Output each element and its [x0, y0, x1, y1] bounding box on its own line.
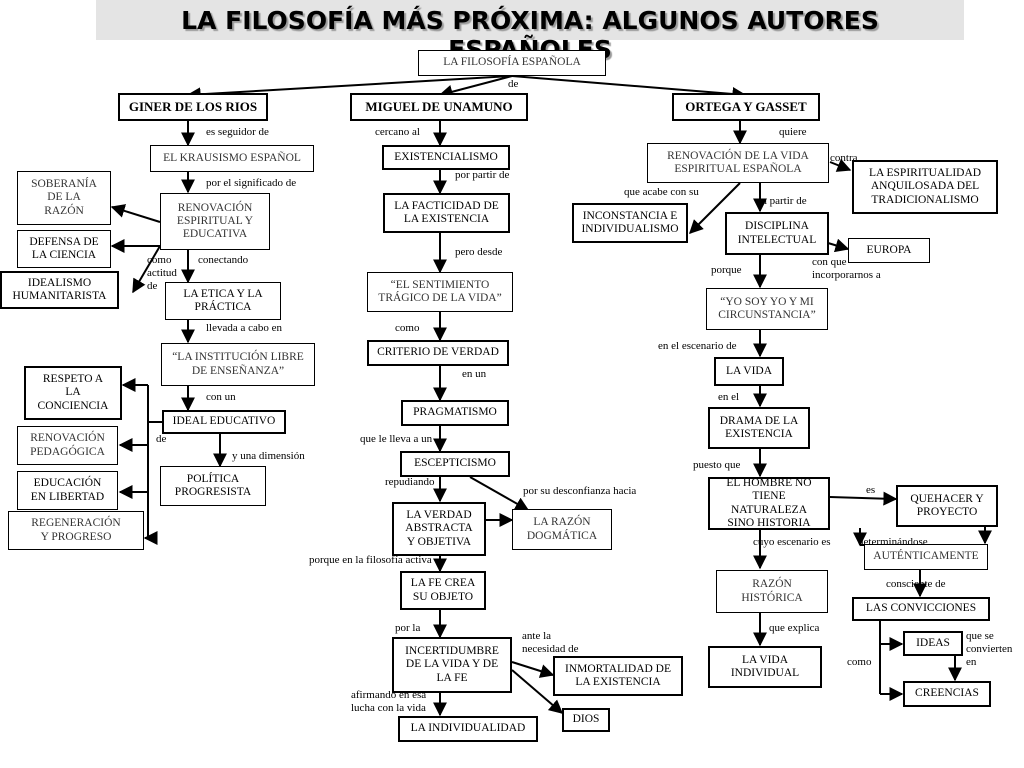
- node-quehacer: QUEHACER Y PROYECTO: [896, 485, 998, 527]
- link-label: de: [156, 433, 167, 445]
- link-label: y una dimensión: [232, 450, 305, 462]
- link-label: en el escenario de: [658, 340, 737, 352]
- link-label: puesto que: [693, 459, 741, 471]
- link-label: contra: [830, 152, 858, 164]
- node-fe-crea: LA FE CREA SU OBJETO: [400, 571, 486, 610]
- node-dios: DIOS: [562, 708, 610, 732]
- link-label: porque en la filosofía activa: [309, 554, 432, 566]
- node-renovacion-espiritual: RENOVACIÓN ESPIRITUAL Y EDUCATIVA: [160, 193, 270, 250]
- node-institucion: “LA INSTITUCIÓN LIBRE DE ENSEÑANZA”: [161, 343, 315, 386]
- node-verdad-abstracta: LA VERDAD ABSTRACTA Y OBJETIVA: [392, 502, 486, 556]
- link-label: porque: [711, 264, 742, 276]
- link-label: cercano al: [375, 126, 420, 138]
- link-label: que explica: [769, 622, 820, 634]
- link-label: por partir de: [455, 169, 510, 181]
- link-label: en un: [462, 368, 487, 380]
- node-individualidad: LA INDIVIDUALIDAD: [398, 716, 538, 742]
- title-band: [96, 0, 964, 40]
- node-ideal-educativo: IDEAL EDUCATIVO: [162, 410, 286, 434]
- node-soberania: SOBERANÍA DE LA RAZÓN: [17, 171, 111, 225]
- link-label: que le lleva a un: [360, 433, 433, 445]
- node-disciplina: DISCIPLINA INTELECTUAL: [725, 212, 829, 255]
- node-sentimiento: “EL SENTIMIENTO TRÁGICO DE LA VIDA”: [367, 272, 513, 312]
- node-inconstancia: INCONSTANCIA E INDIVIDUALISMO: [572, 203, 688, 243]
- link-label: es seguidor de: [206, 126, 269, 138]
- node-convicciones: LAS CONVICCIONES: [852, 597, 990, 621]
- node-creencias: CREENCIAS: [903, 681, 991, 707]
- link-label: como: [395, 322, 420, 334]
- link-label: por el significado de: [206, 177, 297, 189]
- node-politica: POLÍTICA PROGRESISTA: [160, 466, 266, 506]
- link-label: llevada a cabo en: [206, 322, 283, 334]
- link-label: que se convierten en: [966, 630, 1013, 668]
- node-unamuno: MIGUEL DE UNAMUNO: [350, 93, 528, 121]
- link-label: por su desconfianza hacia: [523, 485, 637, 497]
- link-label: en el: [718, 391, 740, 403]
- node-criterio: CRITERIO DE VERDAD: [367, 340, 509, 366]
- node-europa: EUROPA: [848, 238, 930, 263]
- link-label: por la: [395, 622, 421, 634]
- link-label: a partir de: [762, 195, 807, 207]
- node-respeto: RESPETO A LA CONCIENCIA: [24, 366, 122, 420]
- link-label: ante la necesidad de: [522, 630, 579, 655]
- node-krausismo: EL KRAUSISMO ESPAÑOL: [150, 145, 314, 172]
- node-incertidumbre: INCERTIDUMBRE DE LA VIDA Y DE LA FE: [392, 637, 512, 693]
- node-etica: LA ETICA Y LA PRÁCTICA: [165, 282, 281, 320]
- link-label: con un: [206, 391, 236, 403]
- node-razon-historica: RAZÓN HISTÓRICA: [716, 570, 828, 613]
- link-label: afirmando en esa lucha con la vida: [351, 689, 427, 714]
- link-label: consciente de: [886, 578, 946, 590]
- link-label: conectando: [198, 254, 249, 266]
- node-ideas: IDEAS: [903, 631, 963, 656]
- node-giner: GINER DE LOS RIOS: [118, 93, 268, 121]
- node-escepticismo: ESCEPTICISMO: [400, 451, 510, 477]
- node-defensa-ciencia: DEFENSA DE LA CIENCIA: [17, 230, 111, 268]
- node-razon-dogmatica: LA RAZÓN DOGMÁTICA: [512, 509, 612, 550]
- link-label: que acabe con su: [624, 186, 699, 198]
- node-ortega: ORTEGA Y GASSET: [672, 93, 820, 121]
- node-pragmatismo: PRAGMATISMO: [401, 400, 509, 426]
- node-inmortalidad: INMORTALIDAD DE LA EXISTENCIA: [553, 656, 683, 696]
- node-educacion-libertad: EDUCACIÓN EN LIBERTAD: [17, 471, 118, 510]
- link-label: repudiando: [385, 476, 435, 488]
- link-label: como: [847, 656, 872, 668]
- link-label: determinándose: [858, 536, 928, 548]
- node-idealismo: IDEALISMO HUMANITARISTA: [0, 271, 119, 309]
- link-label: es: [866, 484, 876, 496]
- link-label: como actitud de: [147, 254, 177, 292]
- node-espiritualidad: LA ESPIRITUALIDAD ANQUILOSADA DEL TRADIC…: [852, 160, 998, 214]
- link-label: de: [508, 78, 519, 90]
- node-yo-soy: “YO SOY YO Y MI CIRCUNSTANCIA”: [706, 288, 828, 330]
- node-la-vida: LA VIDA: [714, 357, 784, 386]
- link-label: quiere: [779, 126, 807, 138]
- node-renovacion-vida: RENOVACIÓN DE LA VIDA ESPIRITUAL ESPAÑOL…: [647, 143, 829, 183]
- link-label: con que incorporarnos a: [812, 256, 881, 281]
- link-label: pero desde: [455, 246, 503, 258]
- node-facticidad: LA FACTICIDAD DE LA EXISTENCIA: [383, 193, 510, 233]
- page-title: LA FILOSOFÍA MÁS PRÓXIMA: ALGUNOS AUTORE…: [181, 6, 879, 64]
- node-regeneracion: REGENERACIÓN Y PROGRESO: [8, 511, 144, 550]
- node-autenticamente: AUTÉNTICAMENTE: [864, 544, 988, 570]
- node-renovacion-pedagogica: RENOVACIÓN PEDAGÓGICA: [17, 426, 118, 465]
- node-vida-individual: LA VIDA INDIVIDUAL: [708, 646, 822, 688]
- link-label: cuyo escenario es: [753, 536, 831, 548]
- node-existencialismo: EXISTENCIALISMO: [382, 145, 510, 170]
- node-drama: DRAMA DE LA EXISTENCIA: [708, 407, 810, 449]
- node-hombre: EL HOMBRE NO TIENE NATURALEZA SINO HISTO…: [708, 477, 830, 530]
- node-filosofia-espanola: LA FILOSOFÍA ESPAÑOLA: [418, 50, 606, 76]
